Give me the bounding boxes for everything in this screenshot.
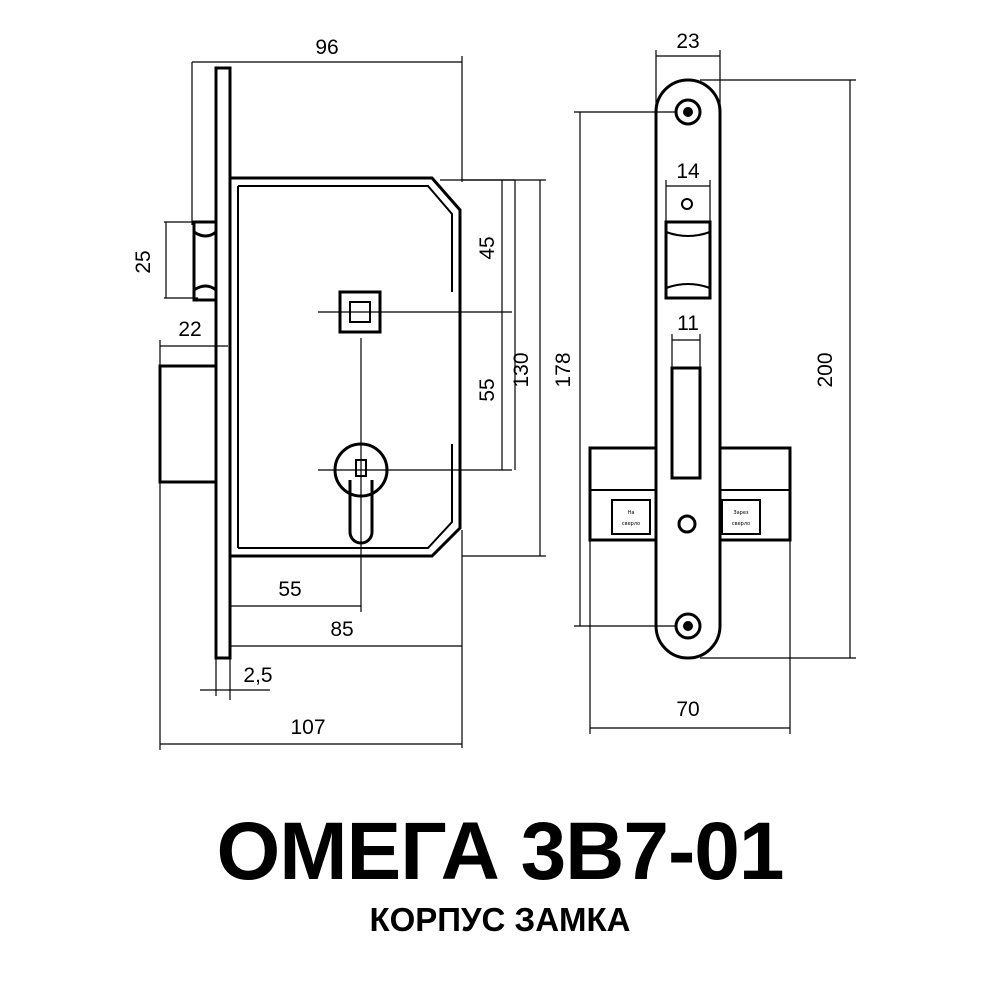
dim-14: 14 <box>676 160 700 183</box>
strike-label-right-line2: сверло <box>732 521 750 527</box>
cylinder-hole-front <box>677 514 697 534</box>
dim-70: 70 <box>676 698 699 721</box>
dim-130: 130 <box>510 352 533 387</box>
dim-25: 25 <box>132 250 155 273</box>
bolt-side <box>158 364 218 484</box>
lock-case-inner-edge <box>237 185 453 549</box>
dim-55-vertical: 55 <box>476 378 499 401</box>
strike-label-left-line2: сверло <box>622 521 640 527</box>
product-title: ОМЕГА 3В7-01 <box>216 806 784 897</box>
product-subtitle: КОРПУС ЗАМКА <box>369 901 631 938</box>
latch-opening <box>664 220 712 300</box>
dim-96: 96 <box>315 36 338 59</box>
strike-label-left-line1: На <box>628 510 635 516</box>
lock-case-body <box>230 176 462 558</box>
latch-pin-hole <box>681 198 693 210</box>
dim-23: 23 <box>676 30 699 53</box>
lock-technical-drawing: 96 25 22 45 55 130 178 55 85 <box>132 30 856 750</box>
strike-label-left-box <box>611 499 651 535</box>
dim-200: 200 <box>814 352 837 387</box>
strike-label-right-line1: Зарез <box>733 510 749 516</box>
side-view: 96 25 22 45 55 130 178 55 85 <box>132 36 575 750</box>
dim-45: 45 <box>476 236 499 259</box>
front-view: На сверло Зарез сверло 23 14 11 <box>574 30 856 734</box>
latch-side <box>192 220 217 302</box>
dim-2-5: 2,5 <box>243 664 272 687</box>
dim-11: 11 <box>677 312 699 335</box>
dim-85: 85 <box>330 618 353 641</box>
faceplate-side <box>214 66 232 660</box>
dim-107: 107 <box>290 716 325 739</box>
dim-55-horizontal: 55 <box>278 578 301 601</box>
dim-22: 22 <box>178 318 201 341</box>
bolt-opening <box>670 366 702 480</box>
dim-178: 178 <box>552 352 575 387</box>
strike-label-right-box <box>721 499 761 535</box>
